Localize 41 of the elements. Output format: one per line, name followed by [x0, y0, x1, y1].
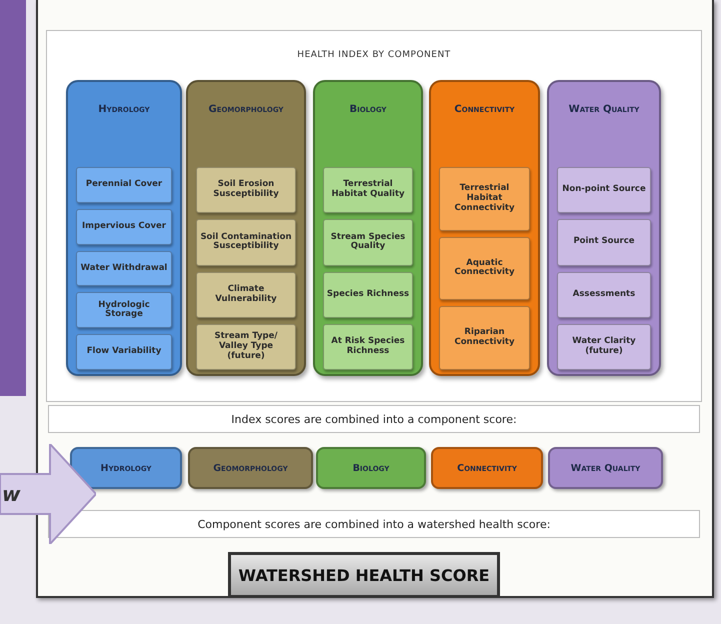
component-button: Water Quality [548, 447, 663, 489]
index-box: Hydrologic Storage [76, 292, 172, 328]
column-heading: Hydrology [97, 104, 151, 115]
index-box: Species Richness [323, 272, 413, 318]
index-box: Water Withdrawal [76, 250, 172, 286]
column-heading: Water Quality [568, 104, 640, 115]
text-band: Component scores are combined into a watershed health score: [48, 510, 700, 538]
arrow-callout [0, 444, 96, 544]
score-button: WATERSHED HEALTH SCORE [228, 552, 500, 598]
component-column [313, 80, 423, 376]
component-column [547, 80, 661, 376]
text-band: Index scores are combined into a component score: [48, 405, 700, 433]
index-box: Point Source [557, 219, 651, 266]
component-column [66, 80, 182, 376]
component-column [429, 80, 540, 376]
column-heading: Geomorphology [207, 104, 284, 115]
column-heading: Connectivity [453, 104, 516, 115]
index-box: At Risk Species Richness [323, 324, 413, 370]
callout-text: w [2, 482, 20, 506]
index-box: Terrestrial Habitat Quality [323, 167, 413, 214]
index-box: Stream Species Quality [323, 219, 413, 266]
index-box: Water Clarity (future) [557, 324, 651, 370]
component-button: Hydrology [70, 447, 182, 489]
index-box: Soil Erosion Susceptibility [196, 167, 296, 214]
index-box: Terrestrial Habitat Connectivity [439, 167, 530, 231]
column-heading: Biology [348, 104, 388, 115]
component-button: Connectivity [431, 447, 543, 489]
index-box: Perennial Cover [76, 167, 172, 203]
component-column [186, 80, 306, 376]
index-box: Assessments [557, 272, 651, 318]
index-box: Non-point Source [557, 167, 651, 214]
index-box: Flow Variability [76, 334, 172, 370]
index-box: Soil Contamination Susceptibility [196, 219, 296, 266]
title: HEALTH INDEX BY COMPONENT [296, 50, 452, 60]
index-box: Climate Vulnerability [196, 272, 296, 318]
index-box: Aquatic Connectivity [439, 236, 530, 300]
index-box: Impervious Cover [76, 208, 172, 245]
component-button: Biology [316, 447, 426, 489]
component-button: Geomorphology [188, 447, 313, 489]
index-box: Stream Type/ Valley Type (future) [196, 324, 296, 370]
index-box: Riparian Connectivity [439, 306, 530, 370]
